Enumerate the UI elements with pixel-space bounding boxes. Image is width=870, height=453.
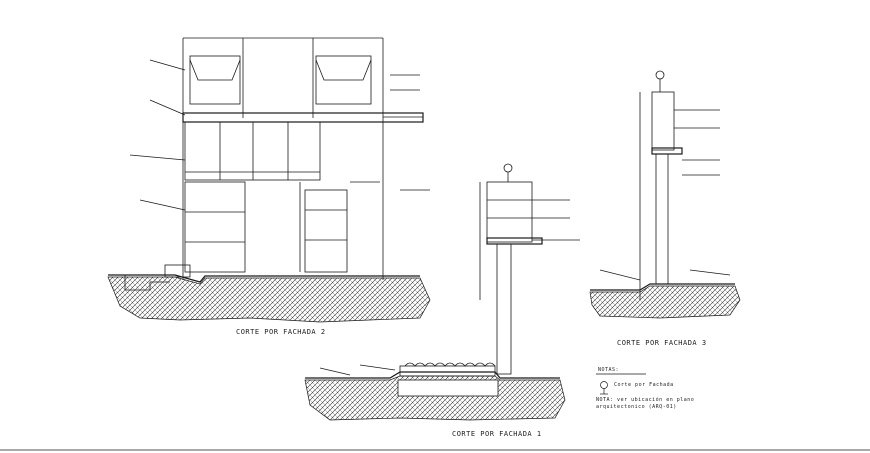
section-fachada-1 xyxy=(305,163,580,379)
section-title-fachada-1: CORTE POR FACHADA 1 xyxy=(452,430,542,438)
ground-hatch-fachada-2 xyxy=(107,276,431,323)
notes-line-1: NOTA: ver ubicación en plano xyxy=(596,397,695,403)
notes-line-2: arquitectonico (ARQ-01) xyxy=(596,404,677,410)
ground-hatch-fachada-1 xyxy=(304,375,566,421)
notes-symbol-legend: Corte por Fachada xyxy=(614,382,674,388)
notes-graphics xyxy=(596,373,646,395)
section-fachada-3 xyxy=(590,70,735,300)
section-fachada-2 xyxy=(108,37,430,291)
ground-hatch-fachada-3 xyxy=(589,285,741,319)
notes-header: NOTAS: xyxy=(598,367,620,373)
section-title-fachada-2: CORTE POR FACHADA 2 xyxy=(236,328,326,336)
planter-pit xyxy=(397,379,499,397)
section-title-fachada-3: CORTE POR FACHADA 3 xyxy=(617,339,707,347)
